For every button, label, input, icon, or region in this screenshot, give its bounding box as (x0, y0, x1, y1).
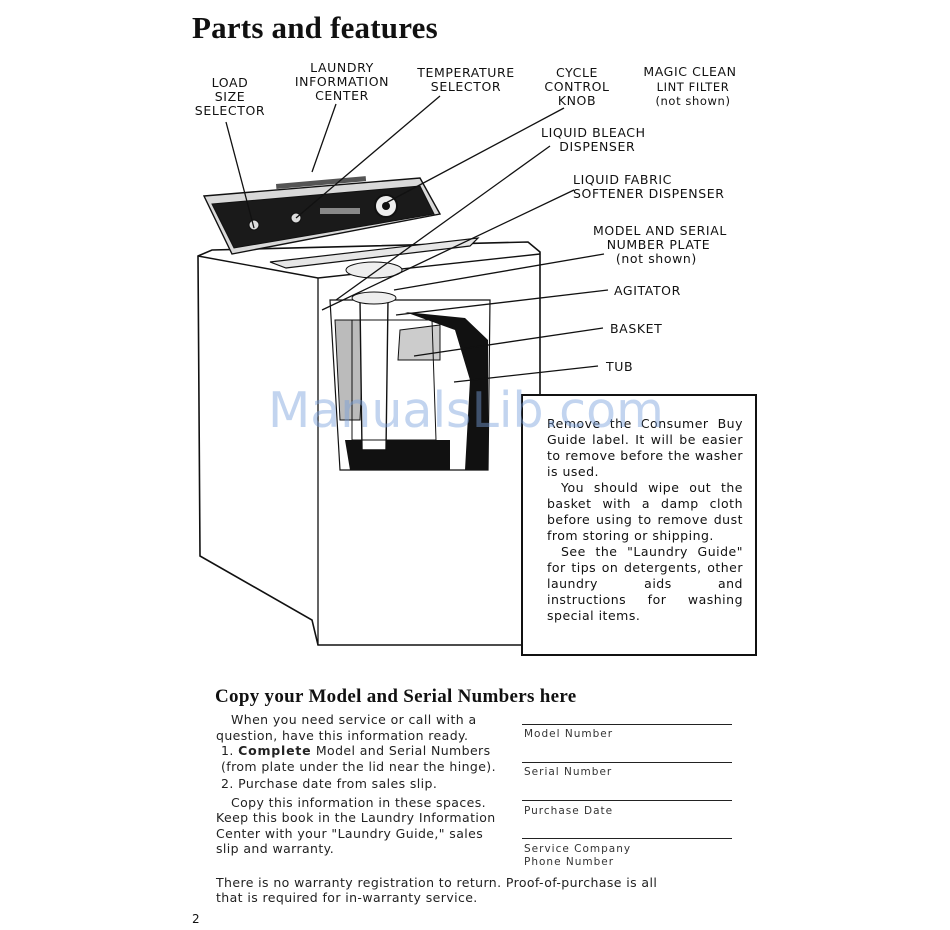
label-temperature-selector: TEMPERATURE SELECTOR (417, 65, 515, 94)
serial-number-field[interactable] (522, 762, 732, 763)
service-company-label: Service Company (524, 843, 632, 855)
page-number: 2 (192, 912, 200, 926)
info-paragraph-3: See the "Laundry Guide" for tips on dete… (547, 544, 743, 623)
watermark: ManualsLib.com (268, 382, 664, 439)
label-cycle-control-knob: CYCLE CONTROL KNOB (544, 65, 610, 108)
label-agitator: AGITATOR (614, 283, 681, 298)
model-number-label: Model Number (524, 728, 614, 740)
step-1-rest: Model and Serial Numbers (from plate und… (221, 743, 496, 774)
purchase-date-label: Purchase Date (524, 805, 614, 817)
copy-section-heading: Copy your Model and Serial Numbers here (215, 686, 577, 707)
label-laundry-information-center: LAUNDRY INFORMATION CENTER (294, 60, 390, 103)
serial-number-label: Serial Number (524, 766, 613, 778)
step-1-number: 1. (221, 743, 234, 758)
warranty-line-2: that is required for in-warranty service… (216, 890, 478, 905)
label-load-size-selector: LOAD SIZE SELECTOR (194, 75, 266, 118)
label-magic-clean-sub: LINT FILTER (not shown) (655, 80, 731, 108)
label-basket: BASKET (610, 321, 663, 336)
phone-number-label: Phone Number (524, 856, 615, 868)
service-company-field[interactable] (522, 838, 732, 839)
label-model-serial-plate: MODEL AND SERIAL NUMBER PLATE (not shown… (593, 223, 727, 266)
info-paragraph-1: Remove the Consumer Buy Guide label. It … (547, 416, 743, 479)
info-text: Remove the Consumer Buy Guide label. It … (547, 416, 743, 624)
info-paragraph-2: You should wipe out the basket with a da… (547, 480, 743, 543)
step-2: 2. Purchase date from sales slip. (221, 776, 438, 791)
label-liquid-fabric-softener: LIQUID FABRIC SOFTENER DISPENSER (573, 172, 725, 201)
step-1-bold: Complete (238, 743, 312, 758)
step-1: 1. Complete Model and Serial Numbers (fr… (216, 743, 506, 774)
copy-section-text: When you need service or call with a que… (216, 712, 506, 857)
label-liquid-bleach-dispenser: LIQUID BLEACH DISPENSER (541, 125, 646, 154)
label-magic-clean-title: MAGIC CLEAN (643, 64, 737, 79)
page-title: Parts and features (192, 10, 438, 45)
info-box: Remove the Consumer Buy Guide label. It … (521, 394, 757, 656)
purchase-date-field[interactable] (522, 800, 732, 801)
model-number-field[interactable] (522, 724, 732, 725)
warranty-line-1: There is no warranty registration to ret… (216, 875, 658, 890)
label-tub: TUB (606, 359, 634, 374)
copy-paragraph: Copy this information in these spaces. K… (216, 794, 496, 857)
intro-text: When you need service or call with a que… (216, 712, 477, 743)
